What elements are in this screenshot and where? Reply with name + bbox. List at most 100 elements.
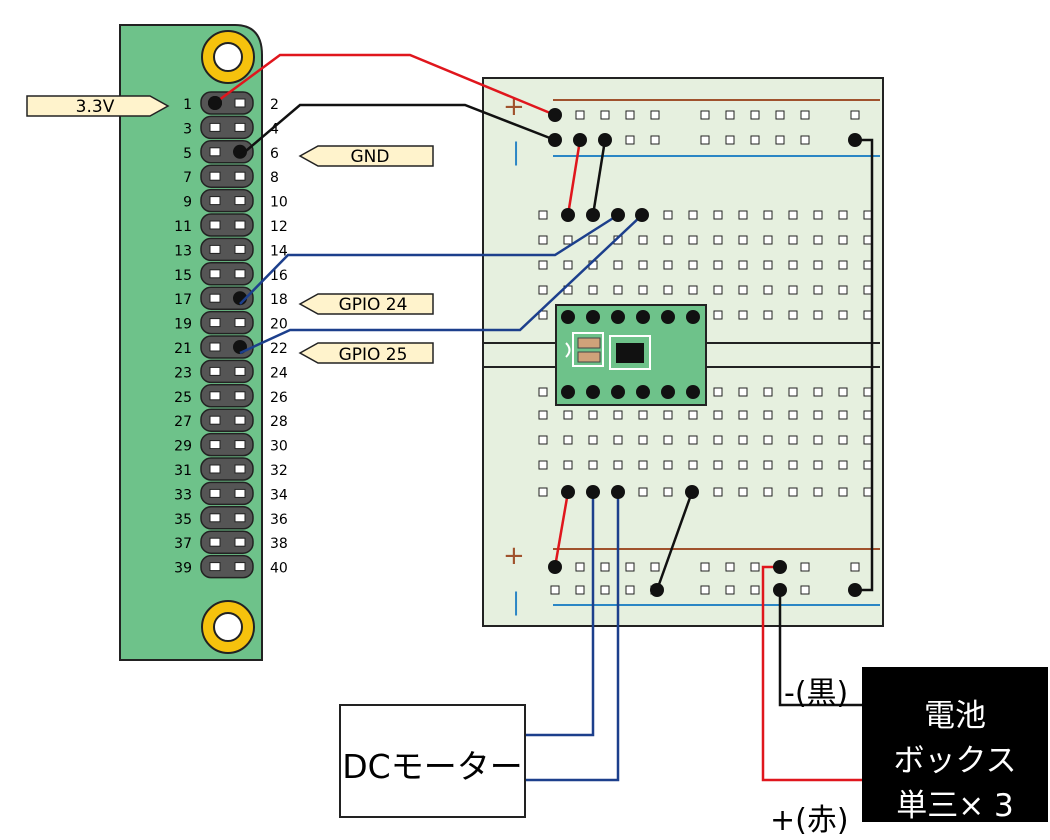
pin-number-right: 20 (270, 317, 288, 333)
breadboard-hole (738, 435, 748, 445)
breadboard-hole (813, 387, 823, 397)
breadboard-hole (713, 435, 723, 445)
breadboard-hole (563, 235, 573, 245)
pin-number-left: 31 (174, 463, 192, 479)
breadboard-hole (838, 235, 848, 245)
gpio-pin (209, 391, 221, 401)
gpio-pin-pair (200, 432, 254, 457)
gpio-pin (209, 537, 221, 547)
breadboard-hole (588, 435, 598, 445)
pin-number-left: 29 (174, 439, 192, 455)
gpio-pin-pair (200, 457, 254, 481)
breadboard-hole (725, 135, 735, 145)
battery-label-line1: 電池 (924, 698, 986, 734)
gpio-pin (234, 391, 246, 401)
pin-number-left: 7 (183, 170, 192, 186)
breadboard-hole (713, 235, 723, 245)
breadboard-hole (650, 135, 660, 145)
breadboard-hole (750, 585, 760, 595)
wire-battery-positive (761, 565, 862, 782)
breadboard-hole (688, 260, 698, 270)
breadboard-hole (538, 410, 548, 420)
module-pins (561, 310, 700, 399)
breadboard-hole (738, 235, 748, 245)
gpio-pin (234, 562, 246, 572)
breadboard-hole (763, 210, 773, 220)
gpio-pin (234, 537, 246, 547)
pin-number-right: 12 (270, 219, 288, 235)
pin-number-right: 14 (270, 243, 288, 259)
gpio-pin-pair (200, 506, 254, 530)
pin-number-left: 33 (174, 487, 192, 503)
breadboard-hole (838, 310, 848, 320)
breadboard-hole (650, 562, 660, 572)
wire-endpoint (561, 485, 575, 499)
breadboard-hole (563, 435, 573, 445)
breadboard-hole (750, 110, 760, 120)
pin-number-right: 40 (270, 561, 288, 577)
gpio-pin (209, 244, 221, 254)
pin-number-right: 10 (270, 195, 288, 211)
breadboard-hole (588, 285, 598, 295)
mounting-hole-bottom (201, 600, 255, 654)
breadboard-hole (538, 260, 548, 270)
gpio-pin-pair (200, 384, 254, 408)
gpio-pin-wired (233, 144, 247, 159)
breadboard-hole (838, 285, 848, 295)
breadboard-hole (663, 487, 673, 497)
pin-number-right: 32 (270, 463, 288, 479)
driver-ic-chip (616, 343, 644, 363)
pin-number-right: 22 (270, 341, 288, 357)
wire-battery-negative (778, 590, 862, 707)
pin-number-left: 13 (174, 243, 192, 259)
breadboard-hole (700, 110, 710, 120)
wire-motor-b (526, 492, 620, 782)
breadboard-hole (563, 460, 573, 470)
breadboard-hole (800, 585, 810, 595)
gpio-pin (209, 269, 221, 279)
breadboard-hole (763, 387, 773, 397)
breadboard-hole (763, 285, 773, 295)
breadboard-hole (700, 585, 710, 595)
breadboard-hole (800, 135, 810, 145)
breadboard-hole (550, 585, 560, 595)
breadboard-hole (613, 410, 623, 420)
pin-number-right: 18 (270, 292, 288, 308)
pin-number-left: 21 (174, 341, 192, 357)
breadboard-hole (738, 285, 748, 295)
gpio-pin-pair (200, 554, 254, 579)
wire-rail-right-link (855, 138, 874, 592)
gpio-header (200, 91, 254, 579)
breadboard-hole (563, 410, 573, 420)
breadboard-hole (638, 435, 648, 445)
breadboard-hole (600, 585, 610, 595)
gpio-pin (209, 147, 221, 157)
wire-endpoint (208, 96, 222, 110)
breadboard-hole (588, 235, 598, 245)
pin-number-right: 8 (270, 170, 279, 186)
wire-endpoint (685, 485, 699, 499)
breadboard-hole (788, 310, 798, 320)
wire-endpoint (773, 560, 787, 574)
wire-3v3-to-plus-rail (214, 53, 556, 117)
pin-number-right: 34 (270, 487, 288, 503)
breadboard-hole (838, 435, 848, 445)
breadboard-hole (638, 487, 648, 497)
gpio-pin (209, 293, 221, 303)
breadboard-hole (688, 235, 698, 245)
gpio-pin-pair (200, 262, 254, 286)
breadboard-hole (763, 310, 773, 320)
gpio-pin-pair (200, 530, 254, 554)
breadboard-hole (663, 235, 673, 245)
pin-number-left: 37 (174, 536, 192, 552)
breadboard-hole (725, 110, 735, 120)
breadboard-hole (738, 487, 748, 497)
breadboard-hole (650, 110, 660, 120)
breadboard-hole (663, 260, 673, 270)
module-pin-bottom (636, 385, 650, 399)
battery-positive-label: +(赤) (770, 803, 849, 838)
callout-gnd-label: GND (351, 147, 390, 167)
breadboard-hole (625, 110, 635, 120)
pin-number-right: 36 (270, 512, 288, 528)
gpio-pin (234, 440, 246, 450)
